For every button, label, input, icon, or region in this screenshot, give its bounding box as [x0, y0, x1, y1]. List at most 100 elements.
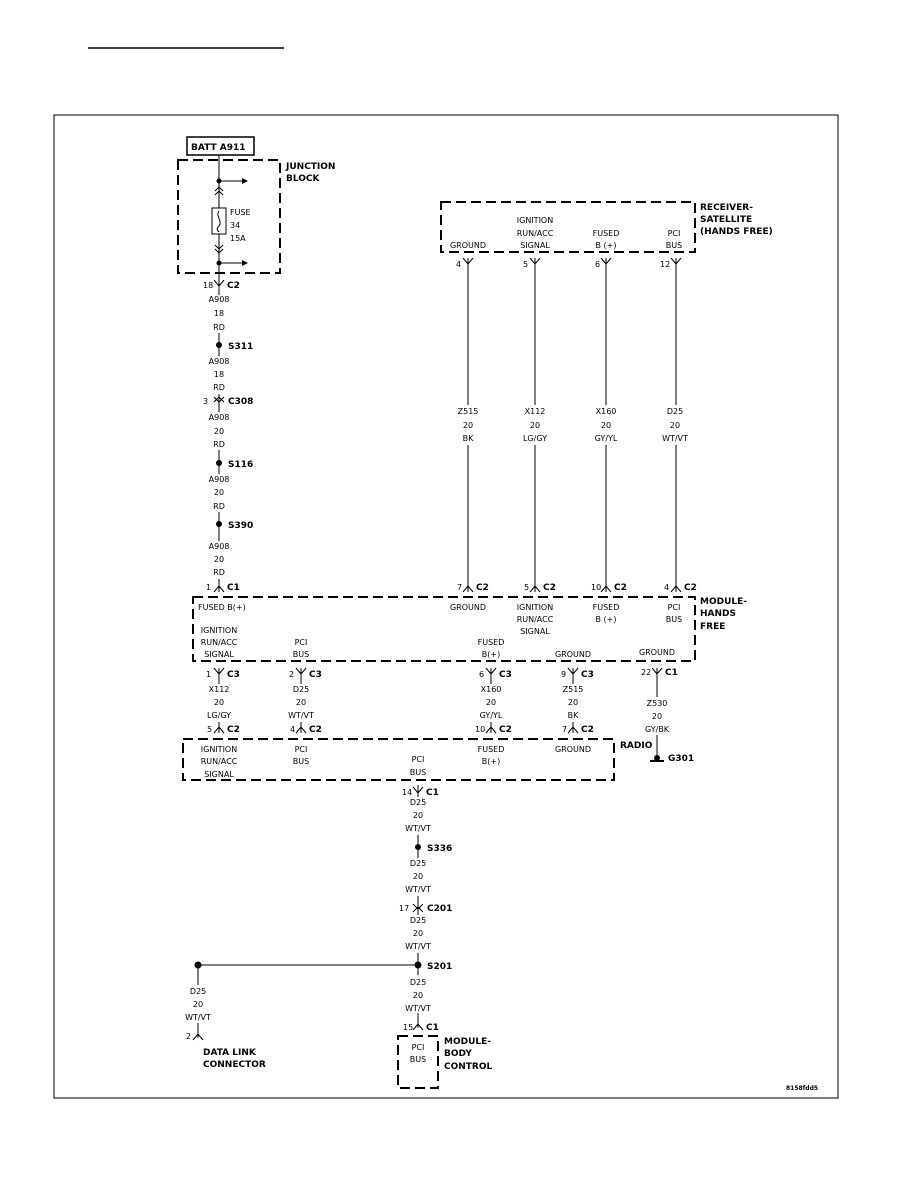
mhf-b-pci-1: PCI	[295, 638, 308, 647]
rx-ign-2: RUN/ACC	[517, 229, 554, 238]
receiver-label-3: (HANDS FREE)	[700, 227, 773, 237]
receiver-label-2: SATELLITE	[700, 215, 752, 225]
svg-text:6: 6	[479, 670, 484, 679]
mhf-b-ground: GROUND	[555, 650, 591, 659]
left-wire-seg-4: A908 20 RD	[205, 474, 233, 512]
svg-text:7: 7	[457, 583, 462, 592]
dlc-label-2: CONNECTOR	[203, 1060, 266, 1070]
radio-c1-pin: 14	[402, 788, 412, 797]
bcm-pci-2: BUS	[410, 1055, 426, 1064]
radio-c1-conn: C1	[426, 788, 439, 798]
rx-ign-1: IGNITION	[517, 216, 553, 225]
svg-text:A908: A908	[209, 542, 230, 551]
svg-text:A908: A908	[209, 413, 230, 422]
mb-wire-ground: 9 C3 Z515 20 BK 7 C2	[560, 667, 594, 735]
svg-text:5: 5	[207, 725, 212, 734]
mhf-fused-2: B (+)	[596, 615, 617, 624]
svg-text:GY/YL: GY/YL	[595, 434, 618, 443]
svg-text:C2: C2	[227, 725, 240, 735]
junction-block	[177, 159, 281, 274]
rx-ground: GROUND	[450, 241, 486, 250]
fuse-label-3: 15A	[230, 234, 246, 243]
svg-text:20: 20	[214, 698, 224, 707]
mhf-label-1: MODULE-	[700, 597, 747, 607]
mhf-fused-1: FUSED	[593, 603, 620, 612]
splice-s390-label: S390	[228, 521, 253, 531]
mhf-label-2: HANDS	[700, 609, 736, 619]
svg-text:X160: X160	[596, 407, 617, 416]
splice-s201-label: S201	[427, 962, 452, 972]
svg-text:Z515: Z515	[458, 407, 479, 416]
diagram-id: 8158fdd5	[786, 1085, 818, 1092]
svg-text:4: 4	[456, 260, 461, 269]
bcm-label-3: CONTROL	[444, 1062, 493, 1072]
svg-text:12: 12	[660, 260, 670, 269]
svg-text:20: 20	[652, 712, 662, 721]
svg-text:X160: X160	[481, 685, 502, 694]
svg-text:20: 20	[463, 421, 473, 430]
svg-text:A908: A908	[209, 475, 230, 484]
svg-text:WT/VT: WT/VT	[662, 434, 688, 443]
svg-text:C1: C1	[665, 668, 678, 678]
svg-text:1: 1	[206, 670, 211, 679]
fuse-label-2: 34	[230, 221, 240, 230]
svg-text:20: 20	[214, 427, 224, 436]
svg-text:22: 22	[641, 668, 651, 677]
svg-text:C3: C3	[309, 670, 322, 680]
mb-wire-fused: 6 C3 X160 20 GY/YL 10 C2	[475, 667, 512, 735]
receiver-satellite	[440, 201, 696, 253]
svg-text:G301: G301	[668, 754, 694, 764]
svg-text:X112: X112	[525, 407, 546, 416]
svg-text:RD: RD	[213, 502, 225, 511]
mod-c1-pin: 1	[206, 583, 211, 592]
radio-label: RADIO	[620, 741, 653, 751]
svg-text:4: 4	[664, 583, 669, 592]
radio-pci-2: BUS	[293, 757, 309, 766]
left-wire-seg-3: A908 20 RD	[205, 412, 233, 450]
batt-label: BATT A911	[191, 143, 246, 153]
svg-text:C2: C2	[684, 583, 697, 593]
mhf-b-fused-2: B(+)	[482, 650, 500, 659]
svg-text:18: 18	[214, 309, 224, 318]
rx-wire-fused: 6 X160 20 GY/YL 10 C2	[589, 257, 627, 593]
radio-bus-1: PCI	[412, 755, 425, 764]
c308-pin: 3	[203, 397, 208, 406]
svg-text:C2: C2	[476, 583, 489, 593]
svg-text:C2: C2	[543, 583, 556, 593]
svg-text:D25: D25	[410, 798, 426, 807]
bcm-pci-1: PCI	[412, 1043, 425, 1052]
rx-wire-ign: 5 X112 20 LG/GY 5 C2	[517, 257, 556, 593]
bus-wire-1: D25 20 WT/VT	[403, 797, 433, 835]
svg-text:LG/GY: LG/GY	[207, 711, 231, 720]
svg-text:9: 9	[561, 670, 566, 679]
svg-text:20: 20	[214, 555, 224, 564]
bcm-label-1: MODULE-	[444, 1037, 491, 1047]
svg-text:X112: X112	[209, 685, 230, 694]
rx-fused-2: B (+)	[596, 241, 617, 250]
dlc-wire: D25 20 WT/VT	[183, 985, 213, 1023]
svg-text:C2: C2	[309, 725, 322, 735]
mhf-b-ign-1: IGNITION	[201, 626, 237, 635]
rx-wire-pci: 12 D25 20 WT/VT 4 C2	[660, 257, 697, 593]
left-wire-seg-2: A908 18 RD	[205, 356, 233, 394]
svg-text:C2: C2	[499, 725, 512, 735]
mhf-b-ign-2: RUN/ACC	[201, 638, 238, 647]
svg-text:RD: RD	[213, 440, 225, 449]
svg-text:20: 20	[413, 872, 423, 881]
receiver-label-1: RECEIVER-	[700, 203, 753, 213]
svg-text:WT/VT: WT/VT	[288, 711, 314, 720]
rx-ign-3: SIGNAL	[520, 241, 550, 250]
svg-text:GY/YL: GY/YL	[480, 711, 503, 720]
dlc-label-1: DATA LINK	[203, 1048, 257, 1058]
svg-text:D25: D25	[667, 407, 683, 416]
c308-connector	[213, 396, 225, 403]
mb-wire-pci: 2 C3 D25 20 WT/VT 4 C2	[287, 667, 322, 735]
svg-text:20: 20	[670, 421, 680, 430]
batt-box	[186, 136, 255, 156]
radio-ground: GROUND	[555, 745, 591, 754]
svg-text:10: 10	[475, 725, 485, 734]
bcm-pin: 15	[403, 1023, 413, 1032]
mhf-b-ign-3: SIGNAL	[204, 650, 234, 659]
c201-label: C201	[427, 904, 452, 914]
